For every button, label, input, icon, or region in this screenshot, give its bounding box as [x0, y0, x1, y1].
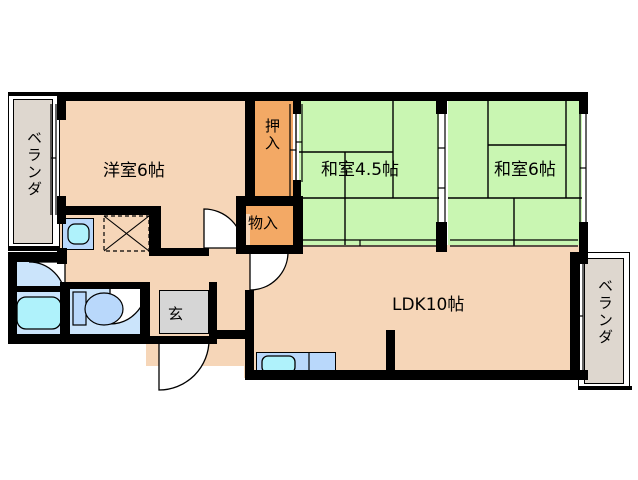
wall-yoshitsu-left [57, 92, 66, 120]
wall-ldk-left-upper [245, 290, 254, 332]
label-washitsu45: 和室4.5帖 [321, 160, 400, 180]
wall-hall-divider [149, 248, 209, 256]
wall-right-outer-mid [579, 222, 588, 264]
wall-between-washitsu-lower [436, 222, 447, 252]
wall-genkan-right [209, 282, 217, 336]
wall-veranda-right-bottom [578, 386, 632, 390]
wall-toilet-right [140, 282, 150, 340]
bathroom-floor [12, 262, 65, 334]
wall-bath-inner-top [8, 286, 66, 292]
wall-veranda-left-top [8, 92, 60, 96]
wall-ldk-left [245, 330, 254, 378]
room-washitsu45-floor [299, 100, 439, 245]
wall-bathroom-left [8, 252, 17, 344]
wall-between-washitsu [436, 92, 447, 114]
veranda-right-label: ベランダ [596, 278, 614, 346]
washbasin-tile [62, 218, 94, 250]
veranda-left-floor [13, 99, 53, 244]
wall-tatami-ldk-left [294, 245, 303, 254]
label-washitsu6: 和室6帖 [494, 160, 556, 180]
wall-bath-toilet-divider [60, 282, 70, 338]
veranda-right-floor [584, 258, 624, 384]
label-ldk10: LDK10帖 [392, 295, 465, 315]
room-yoshitsu6-floor [60, 100, 249, 220]
label-genkan: 玄 [168, 305, 184, 323]
wall-toilet-top [65, 282, 150, 289]
wall-bathroom-bottom [8, 334, 150, 344]
wall-monoire-left [236, 196, 246, 254]
wall-veranda-left-bottom [8, 246, 60, 251]
wall-hall-top [57, 206, 161, 215]
wall-right-outer-top [579, 92, 588, 114]
wall-hall-top-right [149, 206, 161, 254]
wall-genkan-ldk [209, 330, 253, 339]
wall-bathroom-top [8, 252, 67, 262]
wall-washitsu45-left-lower [293, 180, 301, 208]
wall-genkan-bottom [149, 336, 217, 344]
toilet-room-floor [69, 287, 146, 334]
wall-oshiire-left [245, 92, 255, 202]
wall-ldk-right [570, 252, 580, 378]
label-oshiire: 押入 [263, 118, 281, 152]
label-yoshitsu6: 洋室6帖 [103, 161, 165, 181]
wall-tatami-ldk-divider [245, 245, 303, 254]
room-washitsu6-floor [448, 100, 582, 245]
closet-oshiire-floor [254, 100, 293, 200]
wall-ldk-partition [386, 330, 395, 375]
veranda-left-label: ベランダ [25, 130, 43, 198]
wall-monoire-right [293, 196, 303, 254]
wall-washitsu45-left [293, 92, 301, 114]
wall-oshiire-bottom [245, 196, 303, 206]
genkan-tile [159, 290, 209, 334]
wall-ldk-bottom [245, 370, 581, 380]
wall-top [57, 92, 588, 101]
label-monoire: 物入 [248, 214, 279, 232]
